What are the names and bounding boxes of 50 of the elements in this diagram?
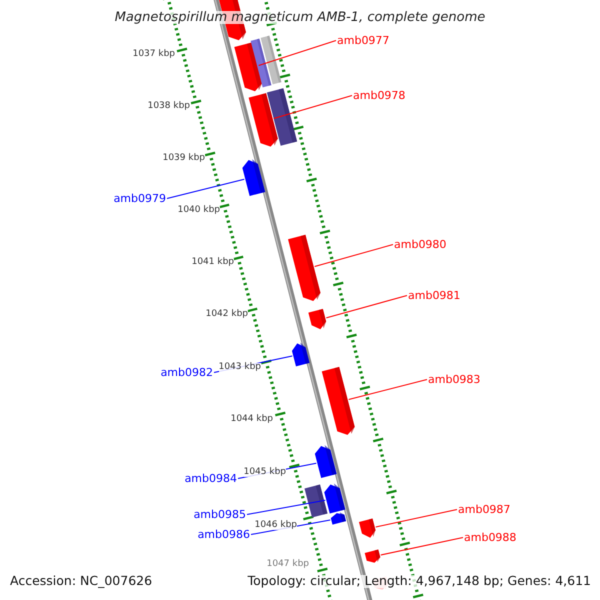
gene-label: amb0979	[114, 193, 166, 204]
gene-label: amb0981	[408, 290, 460, 301]
gene-label: amb0980	[394, 239, 446, 250]
title: Magnetospirillum magneticum AMB-1, complete genome	[114, 11, 486, 24]
gene-feature	[358, 518, 376, 538]
gene-feature	[242, 159, 266, 196]
gene-label: amb0985	[194, 509, 246, 520]
scale-label: 1039 kbp	[162, 154, 205, 163]
gene-label: amb0988	[464, 532, 516, 543]
scale-label: 1046 kbp	[254, 521, 297, 530]
gene-label: amb0978	[353, 90, 406, 101]
footer-text: Topology: circular; Length: 4,967,148 bp; Genes: 4,611	[248, 575, 591, 588]
gene-feature	[234, 42, 262, 92]
leader-line	[348, 379, 428, 400]
gene-box	[260, 36, 282, 84]
gene-feature	[364, 549, 380, 563]
leader-line	[166, 178, 245, 199]
gene-box	[266, 88, 298, 146]
gene-label: amb0984	[184, 473, 237, 484]
scale-label: 1042 kbp	[206, 310, 248, 319]
gene-box	[250, 38, 272, 88]
gene-feature	[288, 234, 320, 301]
scale-label: 1038 kbp	[148, 102, 190, 111]
footer-text: Accession: NC_007626	[10, 575, 152, 588]
scale-label: 1041 kbp	[192, 258, 234, 267]
scale-label: 1043 kbp	[218, 363, 261, 372]
scale-label: 1037 kbp	[132, 50, 175, 59]
gene-feature	[314, 445, 337, 478]
leader-line	[314, 244, 394, 267]
gene-feature	[330, 512, 346, 525]
leader-line	[258, 40, 336, 66]
gene-label: amb0982	[160, 367, 213, 378]
gene-label: amb0987	[458, 504, 510, 515]
gene-label: amb0977	[337, 35, 390, 46]
scale-label: 1047 kbp	[266, 560, 309, 569]
leader-line	[375, 509, 458, 528]
leader-line	[246, 500, 326, 515]
gene-label: amb0986	[198, 529, 250, 540]
scale-label: 1040 kbp	[178, 206, 220, 215]
scale-label: 1044 kbp	[230, 415, 273, 424]
leader-line	[273, 95, 352, 119]
gene-label: amb0983	[428, 374, 480, 385]
gene-box	[304, 484, 328, 518]
gene-feature	[248, 93, 278, 147]
gene-feature	[292, 342, 310, 366]
leader-line	[326, 295, 408, 318]
gene-feature	[322, 366, 355, 435]
scale-label: 1045 kbp	[244, 468, 286, 477]
leader-line	[380, 537, 464, 556]
gene-feature	[308, 308, 326, 330]
